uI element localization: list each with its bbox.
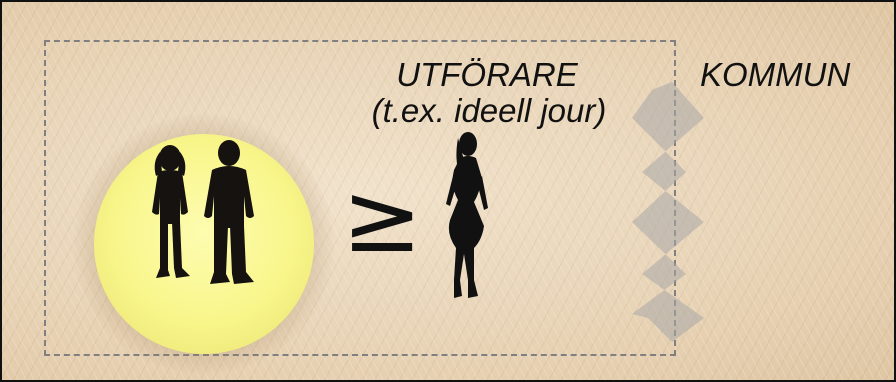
child-silhouette-icon bbox=[152, 145, 190, 278]
utforare-region bbox=[44, 40, 676, 356]
woman-silhouette-icon bbox=[446, 132, 488, 298]
kommun-title: KOMMUN bbox=[700, 56, 851, 93]
greater-or-equal-symbol: ≥ bbox=[342, 162, 423, 274]
highlight-circle bbox=[94, 134, 314, 354]
utforare-subtitle: (t.ex. ideell jour) bbox=[371, 92, 607, 129]
child-silhouette-icon bbox=[204, 140, 254, 284]
utforare-title: UTFÖRARE bbox=[396, 56, 578, 93]
zigzag-divider bbox=[632, 82, 704, 342]
